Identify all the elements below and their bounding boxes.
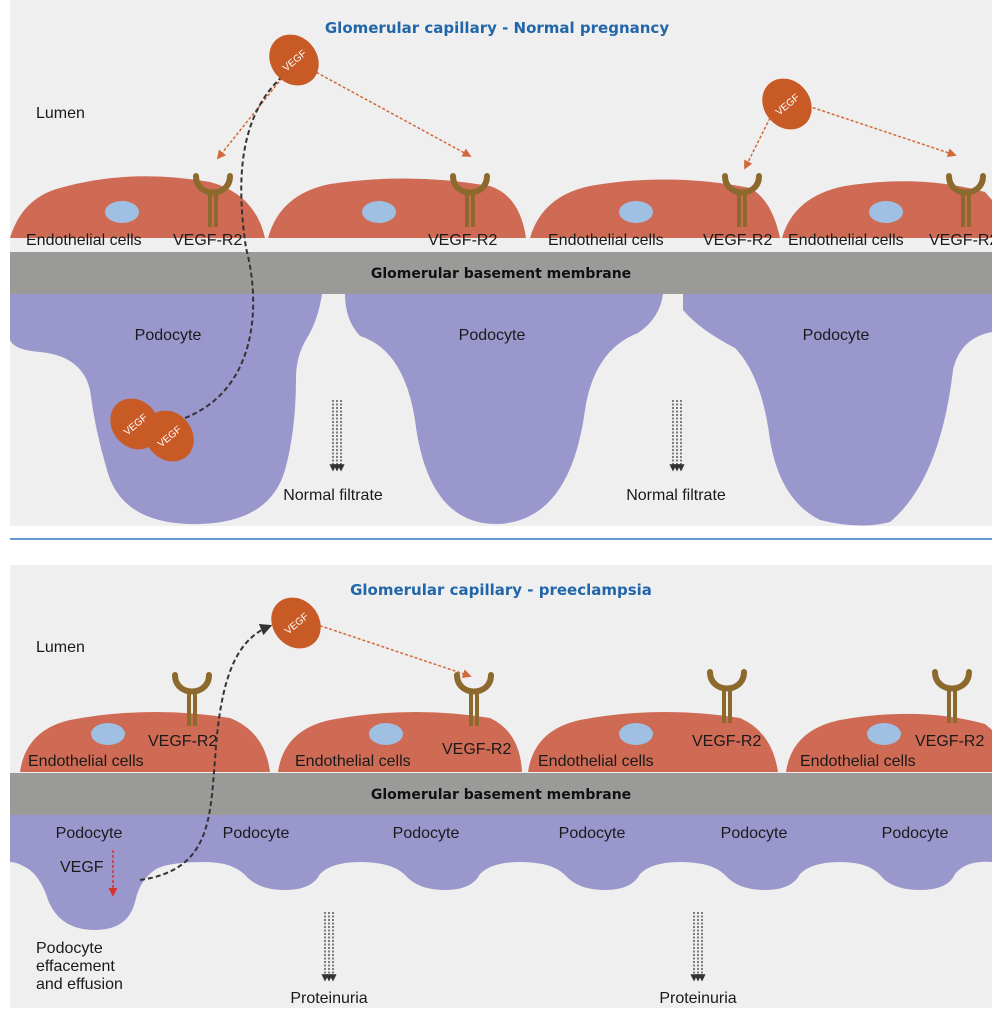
- gbm-label: Glomerular basement membrane: [371, 266, 631, 282]
- effacement-caption-line: and effusion: [36, 976, 123, 993]
- filtrate-label: Normal filtrate: [283, 487, 383, 504]
- endothelial-label: Endothelial cells: [548, 232, 664, 249]
- panel-title: Glomerular capillary - preeclampsia: [350, 581, 652, 599]
- podocyte-label: Podocyte: [135, 327, 202, 344]
- endothelial-label: Endothelial cells: [538, 753, 654, 770]
- podocyte-label: Podocyte: [459, 327, 526, 344]
- cell-nucleus: [362, 201, 396, 223]
- cell-nucleus: [105, 201, 139, 223]
- receptor-label: VEGF-R2: [692, 733, 761, 750]
- receptor-label: VEGF-R2: [442, 741, 511, 758]
- receptor-label: VEGF-R2: [148, 733, 217, 750]
- panel-preeclampsia: VEGF-R2 Endothelial cells Endothelial ce…: [10, 565, 992, 1008]
- cell-nucleus: [867, 723, 901, 745]
- proteinuria-label: Proteinuria: [290, 990, 367, 1007]
- receptor-label: VEGF-R2: [703, 232, 772, 249]
- panel-normal-pregnancy: Endothelial cells VEGF-R2 VEGF-R2 Endoth…: [10, 0, 992, 526]
- podocyte-label: Podocyte: [721, 825, 788, 842]
- cell-nucleus: [91, 723, 125, 745]
- podocyte-label: Podocyte: [559, 825, 626, 842]
- panel-title: Glomerular capillary - Normal pregnancy: [325, 19, 669, 37]
- receptor-label: VEGF-R2: [428, 232, 497, 249]
- receptor-label: VEGF-R2: [915, 733, 984, 750]
- endothelial-label: Endothelial cells: [26, 232, 142, 249]
- receptor-label: VEGF-R2: [929, 232, 992, 249]
- filtrate-label: Normal filtrate: [626, 487, 726, 504]
- cell-nucleus: [869, 201, 903, 223]
- endothelial-label: Endothelial cells: [800, 753, 916, 770]
- lumen-label: Lumen: [36, 639, 85, 656]
- receptor-label: VEGF-R2: [173, 232, 242, 249]
- podocyte-label: Podocyte: [56, 825, 123, 842]
- cell-nucleus: [619, 201, 653, 223]
- effacement-caption-line: Podocyte: [36, 940, 103, 957]
- gbm-label: Glomerular basement membrane: [371, 787, 631, 803]
- podocyte-label: Podocyte: [803, 327, 870, 344]
- podocyte-label: Podocyte: [393, 825, 460, 842]
- endothelial-label: Endothelial cells: [788, 232, 904, 249]
- vegf-label: VEGF: [60, 859, 104, 876]
- endothelial-label: Endothelial cells: [28, 753, 144, 770]
- endothelial-label: Endothelial cells: [295, 753, 411, 770]
- cell-nucleus: [619, 723, 653, 745]
- podocyte-label: Podocyte: [223, 825, 290, 842]
- effacement-caption-line: effacement: [36, 958, 115, 975]
- cell-nucleus: [369, 723, 403, 745]
- proteinuria-label: Proteinuria: [659, 990, 736, 1007]
- lumen-label: Lumen: [36, 105, 85, 122]
- podocyte-label: Podocyte: [882, 825, 949, 842]
